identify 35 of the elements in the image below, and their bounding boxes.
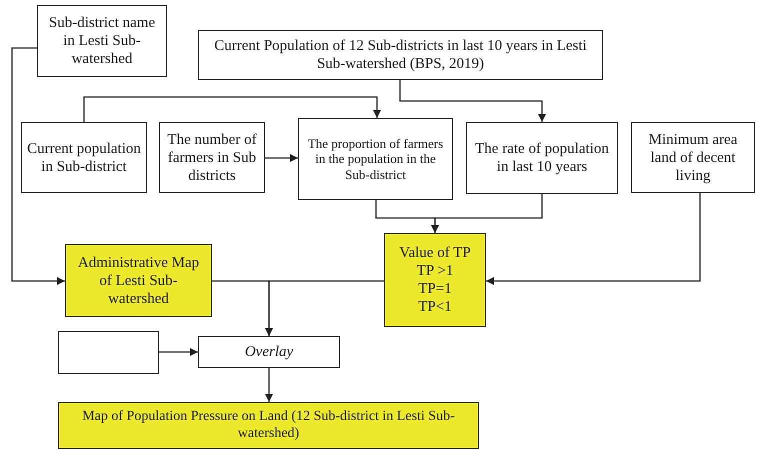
- arrow: [486, 193, 701, 285]
- label-text: Map of Population Pressure on Land (12 Sub-district in Lesti Sub-watershed): [81, 408, 456, 442]
- output-map-box: [58, 402, 479, 449]
- heading: Value of TP: [399, 244, 471, 262]
- arrow: [11, 47, 65, 285]
- data-source-box: [198, 30, 603, 80]
- value-text: TP<1: [418, 298, 452, 316]
- label-text: Overlay: [244, 343, 294, 361]
- result-box: [384, 233, 486, 327]
- label-text: Current population in Sub-district: [26, 140, 142, 176]
- arrow: [265, 280, 384, 336]
- label-text: Current Population of 12 Sub-districts in last 10 years in Lesti Sub-watershed (BPS, 2019): [213, 37, 588, 73]
- label-text: Sub-district name in Lesti Sub-watershed: [48, 14, 156, 68]
- arrow: [399, 80, 546, 122]
- process-box: [198, 336, 340, 368]
- map-box: [65, 244, 212, 317]
- label-text: The rate of population in last 10 years: [474, 140, 610, 176]
- arrow: [159, 348, 198, 356]
- arrow: [83, 96, 381, 122]
- label-text: Minimum area land of decent living: [648, 130, 738, 184]
- input-box: [466, 122, 618, 194]
- input-box: [21, 122, 147, 193]
- value-text: TP >1: [416, 262, 454, 280]
- value-text: TP=1: [418, 280, 452, 298]
- arrow: [265, 368, 273, 402]
- input-box: [37, 5, 167, 77]
- label-text: The proportion of farmers in the population in the Sub-district: [306, 136, 444, 182]
- input-box: [159, 122, 265, 193]
- process-box: [298, 118, 453, 200]
- label-text: The number of farmers in Sub districts: [166, 130, 258, 184]
- arrow: [431, 194, 543, 233]
- software-box: [58, 331, 159, 374]
- arrow: [265, 154, 298, 162]
- label-text: Administrative Map of Lesti Sub-watershed: [76, 254, 200, 308]
- input-box: [631, 122, 755, 193]
